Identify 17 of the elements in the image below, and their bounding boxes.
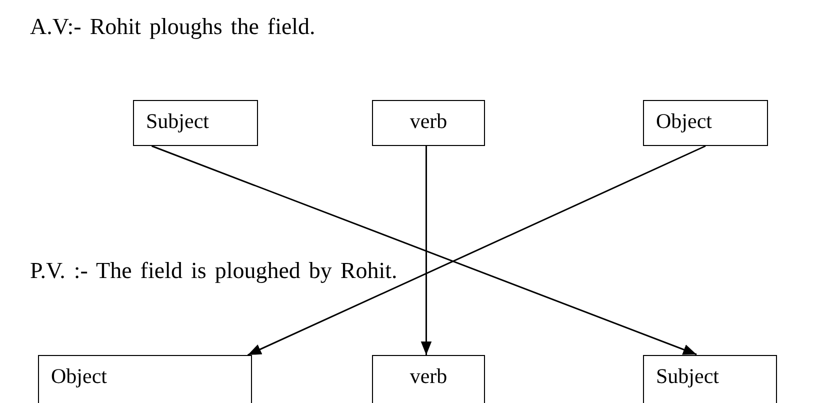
- word-box: [38, 355, 252, 403]
- sentence-text: A.V:- Rohit ploughs the field.: [30, 14, 316, 40]
- word-box: [643, 100, 768, 146]
- box-label: Object: [656, 109, 712, 134]
- arrow: [420, 146, 432, 355]
- word-box: [372, 100, 485, 146]
- box-label: Subject: [146, 109, 209, 134]
- word-box: [372, 355, 485, 403]
- word-box: [643, 355, 777, 403]
- box-label: Object: [51, 364, 107, 389]
- arrow: [247, 145, 706, 356]
- box-label: Subject: [656, 364, 719, 389]
- word-box: [133, 100, 258, 146]
- arrow: [151, 145, 697, 356]
- box-label: verb: [408, 109, 448, 134]
- box-label: verb: [408, 364, 448, 389]
- sentence-text: P.V. :- The field is ploughed by Rohit.: [30, 258, 398, 284]
